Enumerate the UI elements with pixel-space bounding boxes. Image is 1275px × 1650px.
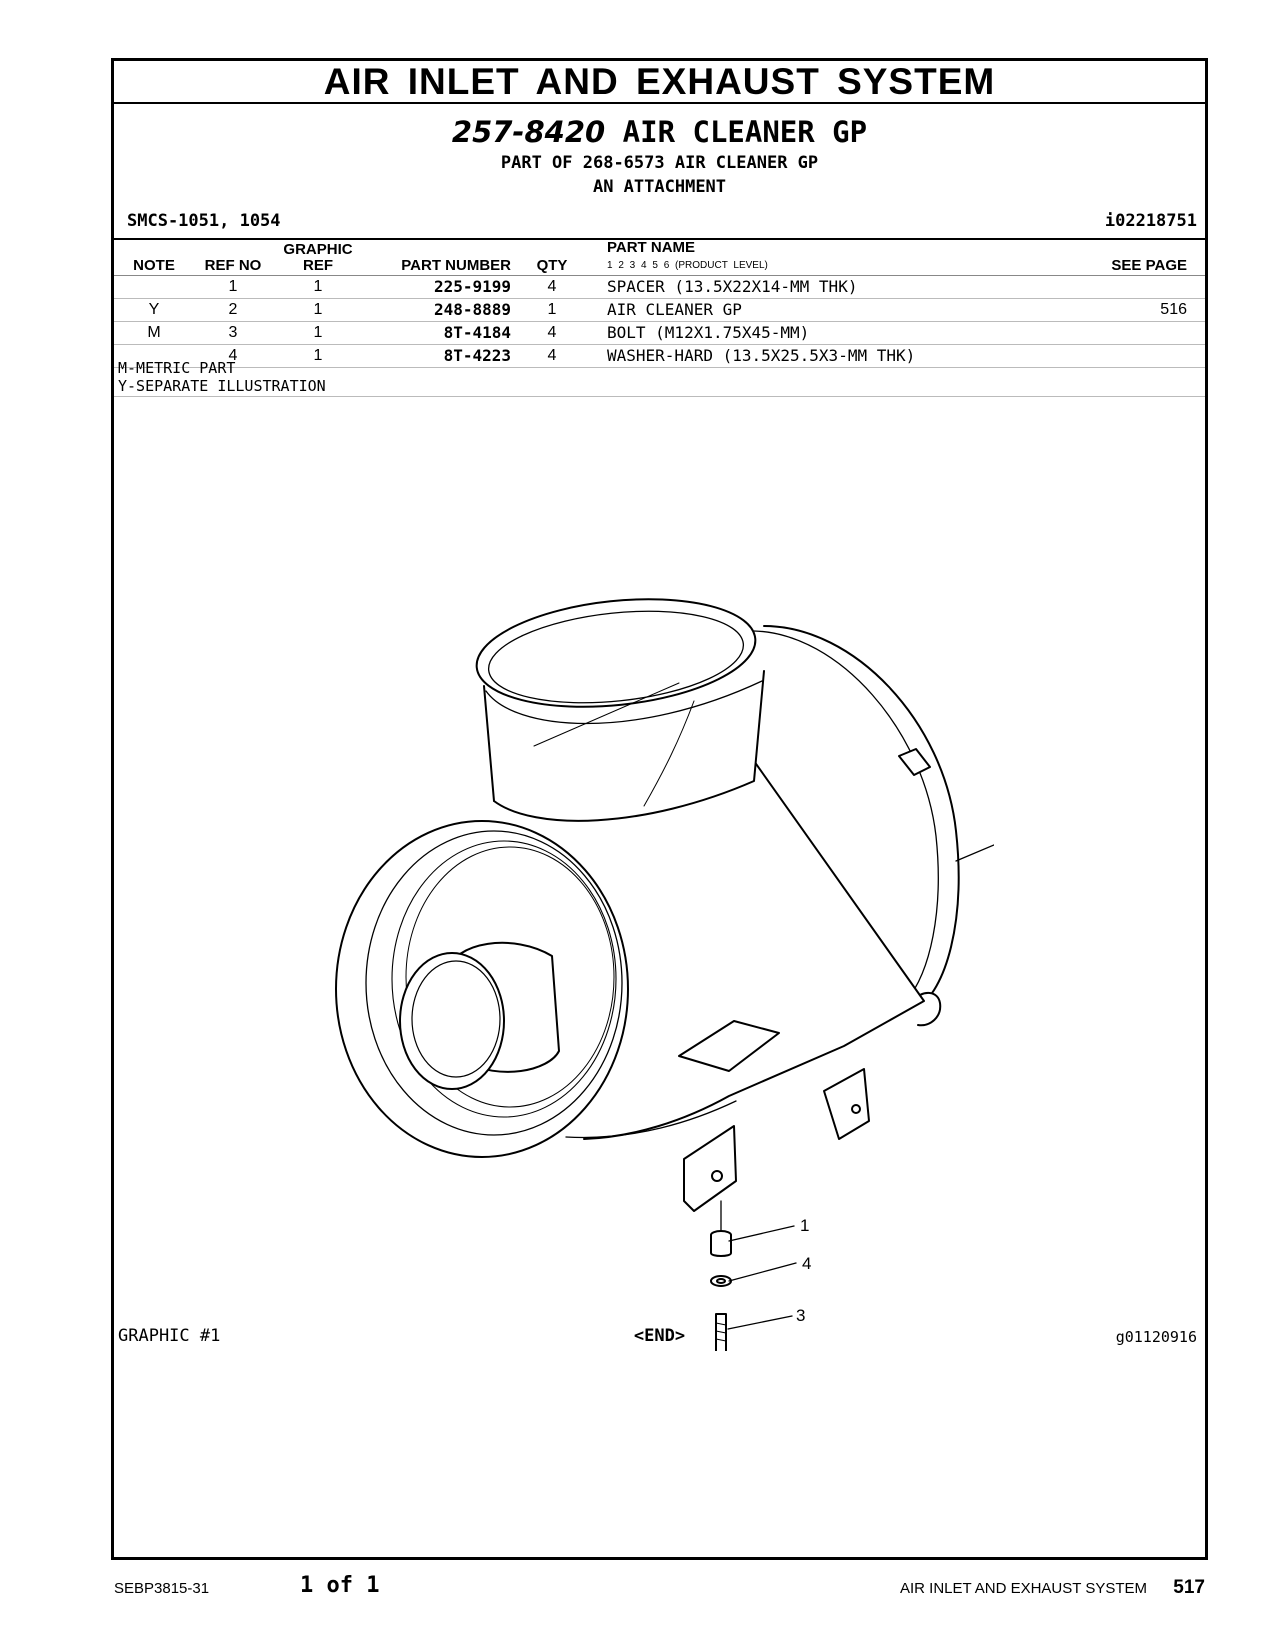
cell-see-page [1077,344,1205,368]
callout-3: 3 [796,1306,805,1325]
footer-document-number: SEBP3815-31 [114,1580,210,1597]
group-heading: 257-8420 AIR CLEANER GP [114,115,1205,149]
page-title: AIR INLET AND EXHAUST SYSTEM [323,61,996,102]
graphic-label: GRAPHIC #1 [118,1326,221,1346]
hardware-stack [710,1200,732,1351]
leader-1 [728,1225,795,1242]
cell-see-page: 516 [1077,298,1205,322]
leader-2 [955,844,994,862]
cell-note: M [114,321,194,345]
note-metric: M-METRIC PART [118,359,236,377]
cell-qty: 4 [511,275,593,299]
cell-part-name: AIR CLEANER GP [593,298,1077,322]
cell-qty: 1 [511,298,593,322]
graphic-id: g01120916 [1115,1328,1197,1346]
cell-see-page [1077,321,1205,345]
footer-section-title: AIR INLET AND EXHAUST SYSTEM [899,1580,1147,1597]
cell-graphic-ref: 1 [272,321,364,345]
cell-part-name: WASHER-HARD (13.5X25.5X3-MM THK) [593,344,1077,368]
callout-1: 1 [800,1216,809,1235]
header-part-name-cell: PART NAME 1 2 3 4 5 6 (PRODUCT LEVEL) [593,238,1077,276]
cell-part-number: 225-9199 [364,275,511,299]
cell-see-page [1077,275,1205,299]
smcs-code: SMCS-1051, 1054 [127,211,281,231]
attachment-line: AN ATTACHMENT [592,177,727,197]
table-row: M 3 1 8T-4184 4 BOLT (M12X1.75X45-MM) [114,321,1205,345]
parts-table: NOTE REF NO GRAPHIC REF PART NUMBER QTY … [114,238,1205,368]
cell-part-name: SPACER (13.5X22X14-MM THK) [593,275,1077,299]
note-separate-illustration: Y-SEPARATE ILLUSTRATION [118,377,326,395]
cell-graphic-ref: 1 [272,298,364,322]
cell-note [114,275,194,299]
air-cleaner-housing [335,598,960,1212]
header-part-number: PART NUMBER [364,238,511,276]
end-marker: <END> [633,1326,686,1346]
bolt-part [715,1313,727,1351]
cell-part-name: BOLT (M12X1.75X45-MM) [593,321,1077,345]
header-product-levels: 1 2 3 4 5 6 (PRODUCT LEVEL) [607,260,768,271]
table-row: 1 1 225-9199 4 SPACER (13.5X22X14-MM THK… [114,275,1205,299]
cell-graphic-ref: 1 [272,344,364,368]
cell-ref-no: 2 [194,298,272,322]
footer-page-of: 1 of 1 [300,1573,380,1598]
cell-ref-no: 1 [194,275,272,299]
footer-page-number: 517 [1173,1577,1205,1598]
header-graphic-ref: GRAPHIC REF [272,238,364,276]
table-header-row: NOTE REF NO GRAPHIC REF PART NUMBER QTY … [114,238,1205,276]
cell-graphic-ref: 1 [272,275,364,299]
divider [114,396,1205,397]
cell-part-number: 248-8889 [364,298,511,322]
document-id: i02218751 [1104,211,1197,231]
header-note: NOTE [114,238,194,276]
page-frame: AIR INLET AND EXHAUST SYSTEM 257-8420 AI… [111,58,1208,1560]
group-number: 257-8420 [451,115,606,149]
spacer-part [710,1230,732,1257]
header-ref-no: REF NO [194,238,272,276]
cell-qty: 4 [511,344,593,368]
cell-part-number: 8T-4223 [364,344,511,368]
cell-ref-no: 4 [194,344,272,368]
cell-note [114,344,194,368]
cell-part-number: 8T-4184 [364,321,511,345]
header-part-name: PART NAME [607,239,696,256]
part-of-line: PART OF 268-6573 AIR CLEANER GP [500,153,819,173]
group-name: AIR CLEANER GP [622,115,868,149]
cell-qty: 4 [511,321,593,345]
leader-4 [728,1262,797,1282]
title-bar: AIR INLET AND EXHAUST SYSTEM [114,61,1205,104]
notes-legend: M-METRIC PART Y-SEPARATE ILLUSTRATION [118,359,326,395]
callout-4: 4 [802,1254,811,1273]
leader-3 [727,1315,793,1330]
callout-leaders [727,844,994,1330]
header-see-page: SEE PAGE [1077,238,1205,276]
cell-ref-no: 3 [194,321,272,345]
cell-note: Y [114,298,194,322]
washer-part [710,1275,732,1287]
table-row: 4 1 8T-4223 4 WASHER-HARD (13.5X25.5X3-M… [114,344,1205,368]
header-qty: QTY [511,238,593,276]
table-row: Y 2 1 248-8889 1 AIR CLEANER GP 516 [114,298,1205,322]
air-cleaner-illustration: 2 1 4 3 [335,598,994,1351]
